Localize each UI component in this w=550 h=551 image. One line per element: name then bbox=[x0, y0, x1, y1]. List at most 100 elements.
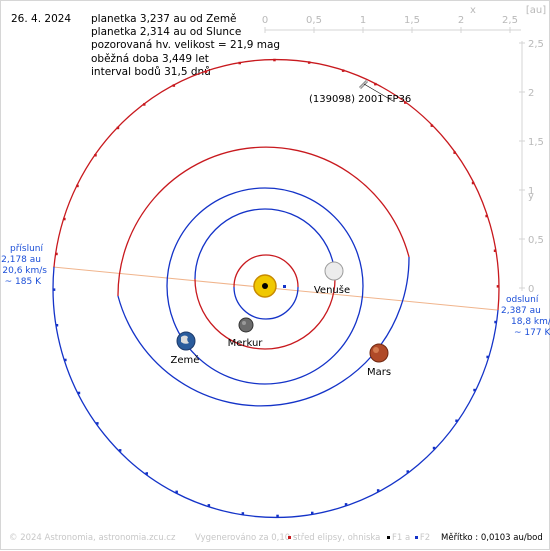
asteroid-orbit-point bbox=[344, 503, 348, 506]
y-tick-3: 1 bbox=[528, 186, 534, 197]
asteroid-orbit-point bbox=[77, 391, 81, 395]
x-axis: 0 0,5 1 1,5 2 2,5 x [au] bbox=[262, 5, 546, 33]
venus-orbit-south bbox=[194, 278, 336, 350]
center-legend: střed elipsy, ohniska bbox=[286, 533, 380, 543]
x-tick-5: 2,5 bbox=[502, 15, 518, 26]
perihelion-speed: 20,6 km/s bbox=[2, 266, 47, 276]
scale-label: Měřítko : 0,0103 au/bod bbox=[441, 533, 543, 543]
aphelion-temperature: ~ 177 K bbox=[514, 328, 550, 338]
y-tick-4: 0,5 bbox=[528, 235, 544, 246]
asteroid-orbit-point bbox=[238, 61, 241, 65]
perihelion-title: přísluní bbox=[10, 244, 44, 254]
period-text: oběžná doba 3,449 let bbox=[91, 52, 209, 65]
asteroid-orbit-point bbox=[96, 422, 99, 425]
asteroid-orbit-point bbox=[143, 103, 146, 106]
asteroid-marker: (139098) 2001 FP36 bbox=[309, 79, 411, 105]
x-tick-0: 0 bbox=[262, 15, 268, 26]
magnitude-text: pozorovaná hv. velikost = 21,9 mag bbox=[91, 39, 281, 52]
asteroid-orbit-point bbox=[430, 124, 434, 127]
interval-text: interval bodů 31,5 dnů bbox=[91, 65, 211, 78]
asteroid-orbit-point bbox=[404, 101, 407, 104]
mercury-marker: Merkur bbox=[228, 317, 264, 349]
asteroid-orbit-point bbox=[496, 285, 500, 288]
f1-square-icon bbox=[387, 536, 390, 539]
x-tick-2: 1 bbox=[360, 15, 366, 26]
focus-legend: F1 a F2 bbox=[385, 533, 430, 543]
asteroid-orbit-point bbox=[406, 470, 409, 473]
asteroid-orbit-point bbox=[374, 82, 377, 86]
asteroid-orbit-point bbox=[307, 61, 311, 64]
asteroid-orbit-point bbox=[116, 126, 120, 130]
asteroid-orbit-point bbox=[63, 217, 66, 221]
perihelion-temperature: ~ 185 K bbox=[5, 277, 42, 287]
center-legend-text: střed elipsy, ohniska bbox=[293, 533, 381, 543]
asteroid-orbit-point bbox=[273, 58, 276, 62]
aphelion-distance: 2,387 au bbox=[501, 306, 541, 316]
mercury-orbit-south bbox=[233, 286, 299, 320]
y-tick-5: 0 bbox=[528, 284, 534, 295]
y-axis-label: y bbox=[528, 191, 534, 202]
info-panel: planetka 3,237 au od Země planetka 2,314… bbox=[91, 13, 280, 79]
asteroid-orbit-point bbox=[52, 288, 56, 291]
asteroid-orbit-point bbox=[76, 184, 79, 188]
mercury-orbit-north bbox=[233, 254, 299, 288]
x-tick-1: 0,5 bbox=[306, 15, 322, 26]
planet-orbits bbox=[117, 146, 410, 407]
asteroid-orbit-point bbox=[432, 446, 436, 450]
copyright-text: © 2024 Astronomia, astronomia.zcu.cz bbox=[9, 533, 176, 543]
asteroid-orbit-point bbox=[493, 249, 497, 252]
ellipse-focus-f2 bbox=[283, 285, 286, 288]
aphelion-info: odsluní 2,387 au 18,8 km/s ~ 177 K bbox=[501, 295, 550, 338]
asteroid-orbit-point bbox=[145, 472, 148, 475]
asteroid-orbit-point bbox=[241, 512, 245, 515]
center-square-icon bbox=[288, 536, 291, 539]
x-axis-label: x bbox=[470, 5, 476, 16]
asteroid-orbit-point bbox=[311, 511, 314, 515]
mars-marker: Mars bbox=[367, 343, 391, 378]
venus-marker: Venuše bbox=[314, 261, 350, 296]
asteroid-orbit-point bbox=[172, 84, 176, 87]
mars-orbit-north bbox=[117, 146, 410, 297]
earth-marker: Země bbox=[171, 331, 199, 366]
x-tick-3: 1,5 bbox=[404, 15, 420, 26]
asteroid-orbit-point bbox=[118, 449, 122, 452]
unit-label: [au] bbox=[526, 5, 546, 16]
perihelion-info: přísluní 2,178 au 20,6 km/s ~ 185 K bbox=[1, 244, 47, 287]
asteroid-orbit-point bbox=[55, 324, 59, 327]
asteroid-orbit-point bbox=[494, 320, 497, 324]
mercury-label: Merkur bbox=[228, 338, 264, 349]
generated-text: Vygenerováno za 0,10 s bbox=[195, 533, 298, 543]
asteroid-orbit-point bbox=[471, 181, 475, 185]
scale-text: Měřítko : 0,0103 au/bod bbox=[441, 533, 543, 543]
f2-legend-text: F2 bbox=[419, 533, 431, 543]
y-tick-0: 2,5 bbox=[528, 39, 544, 50]
earth-distance-text: planetka 3,237 au od Země bbox=[91, 13, 237, 25]
sun bbox=[253, 274, 286, 298]
asteroid-orbit-south bbox=[52, 266, 499, 519]
mars-label: Mars bbox=[367, 367, 391, 378]
y-tick-2: 1,5 bbox=[528, 137, 544, 148]
y-tick-1: 2 bbox=[528, 88, 534, 99]
sun-distance-text: planetka 2,314 au od Slunce bbox=[91, 26, 242, 39]
asteroid-orbit-point bbox=[486, 355, 489, 359]
aphelion-title: odsluní bbox=[506, 295, 539, 305]
y-axis: 2,5 2 1,5 1 0,5 0 y bbox=[519, 39, 544, 295]
perihelion-distance: 2,178 au bbox=[1, 255, 41, 265]
asteroid-orbit-point bbox=[341, 69, 345, 72]
venus-label: Venuše bbox=[314, 284, 350, 296]
f2-square-icon bbox=[414, 536, 418, 539]
asteroid-orbit-point bbox=[204, 70, 208, 73]
asteroid-orbit-point bbox=[485, 214, 488, 218]
asteroid-orbit-point bbox=[453, 151, 456, 154]
aphelion-speed: 18,8 km/s bbox=[511, 317, 550, 327]
asteroid-orbit-point bbox=[64, 358, 67, 362]
orbit-point-markers bbox=[52, 58, 500, 518]
asteroid-orbit-point bbox=[455, 419, 458, 422]
asteroid-orbit-point bbox=[55, 252, 58, 256]
asteroid-orbit-point bbox=[207, 504, 211, 507]
x-tick-4: 2 bbox=[458, 15, 464, 26]
asteroid-orbit-north bbox=[53, 58, 500, 311]
date-label: 26. 4. 2024 bbox=[11, 13, 72, 25]
